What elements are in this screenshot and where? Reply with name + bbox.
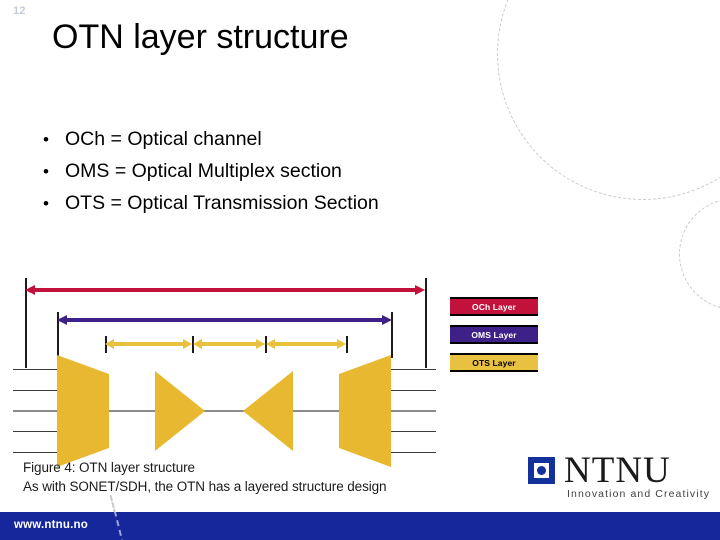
ntnu-mark-inner-dot <box>537 466 546 475</box>
och-left-boundary-tick <box>25 278 27 368</box>
ntnu-mark-icon <box>528 457 555 484</box>
layer-legend: OCh Layer OMS Layer OTS Layer <box>450 297 538 381</box>
bullet-list: • OCh = Optical channel • OMS = Optical … <box>43 128 563 224</box>
decorative-dashed-line-footer <box>111 512 127 540</box>
fibre-span-line <box>104 410 159 412</box>
oms-span-arrow <box>57 314 392 325</box>
figure-caption-line-2: As with SONET/SDH, the OTN has a layered… <box>23 479 387 494</box>
ots-span-arrow-3 <box>266 338 346 349</box>
tributary-line <box>386 410 436 412</box>
arrow-head-right-icon <box>256 338 265 349</box>
arrow-head-right-icon <box>415 284 425 295</box>
legend-label: OMS Layer <box>471 329 517 340</box>
arrow-head-left-icon <box>25 284 35 295</box>
arrow-shaft <box>32 288 418 292</box>
arrow-shaft <box>200 342 258 346</box>
arrow-shaft <box>64 318 385 322</box>
arrow-head-right-icon <box>382 314 392 325</box>
legend-label: OTS Layer <box>472 357 516 368</box>
legend-label: OCh Layer <box>472 301 516 312</box>
footer-url[interactable]: www.ntnu.no <box>14 519 88 531</box>
legend-item-ots-layer: OTS Layer <box>450 353 538 372</box>
och-right-boundary-tick <box>425 278 427 368</box>
tributary-line <box>13 410 63 412</box>
ots-span-arrow-2 <box>193 338 265 349</box>
oms-right-boundary-tick <box>391 312 393 358</box>
bullet-dot-icon: • <box>43 130 49 149</box>
tributary-line <box>13 390 63 391</box>
arrow-head-left-icon <box>193 338 202 349</box>
arrow-shaft <box>112 342 185 346</box>
arrow-head-left-icon <box>266 338 275 349</box>
list-item: • OMS = Optical Multiplex section <box>43 160 563 192</box>
list-item-label: OCh = Optical channel <box>65 128 262 150</box>
och-span-arrow <box>25 284 425 295</box>
arrow-head-right-icon <box>337 338 346 349</box>
ntnu-logo: NTNU Innovation and Creativity <box>528 451 711 503</box>
legend-item-och-layer: OCh Layer <box>450 297 538 316</box>
figure-caption: Figure 4: OTN layer structure As with SO… <box>23 458 387 496</box>
bullet-dot-icon: • <box>43 162 49 181</box>
tributary-line <box>386 369 436 370</box>
arrow-head-right-icon <box>183 338 192 349</box>
amplifier-node-2 <box>243 371 293 451</box>
ots-tick-2 <box>192 336 194 353</box>
list-item: • OCh = Optical channel <box>43 128 563 160</box>
fibre-span-line <box>289 410 344 412</box>
list-item-label: OTS = Optical Transmission Section <box>65 192 379 214</box>
decorative-dashed-circle-small <box>679 198 720 310</box>
ots-span-arrow-1 <box>105 338 192 349</box>
demultiplexer-node <box>339 355 391 467</box>
page-number: 12 <box>13 5 26 17</box>
figure-caption-line-1: Figure 4: OTN layer structure <box>23 460 195 475</box>
tributary-line <box>13 369 63 370</box>
arrow-shaft <box>273 342 339 346</box>
amplifier-node-1 <box>155 371 205 451</box>
arrow-head-left-icon <box>57 314 67 325</box>
arrow-head-left-icon <box>105 338 114 349</box>
footer-bar: www.ntnu.no <box>0 512 720 540</box>
ntnu-mark-inner-square <box>534 463 549 478</box>
tributary-line <box>13 431 63 432</box>
ntnu-tagline: Innovation and Creativity <box>567 488 711 500</box>
oms-left-boundary-tick <box>57 312 59 358</box>
legend-item-oms-layer: OMS Layer <box>450 325 538 344</box>
ntnu-wordmark: NTNU <box>564 450 671 491</box>
ots-tick-3 <box>265 336 267 353</box>
tributary-line <box>386 431 436 432</box>
tributary-line <box>386 390 436 391</box>
ots-tick-4 <box>346 336 348 353</box>
otn-layer-diagram <box>0 270 560 510</box>
page-title: OTN layer structure <box>52 18 349 56</box>
tributary-line <box>386 452 436 453</box>
list-item: • OTS = Optical Transmission Section <box>43 192 563 224</box>
multiplexer-node <box>57 355 109 467</box>
list-item-label: OMS = Optical Multiplex section <box>65 160 342 182</box>
bullet-dot-icon: • <box>43 194 49 213</box>
tributary-line <box>13 452 63 453</box>
fibre-span-line <box>202 410 246 412</box>
